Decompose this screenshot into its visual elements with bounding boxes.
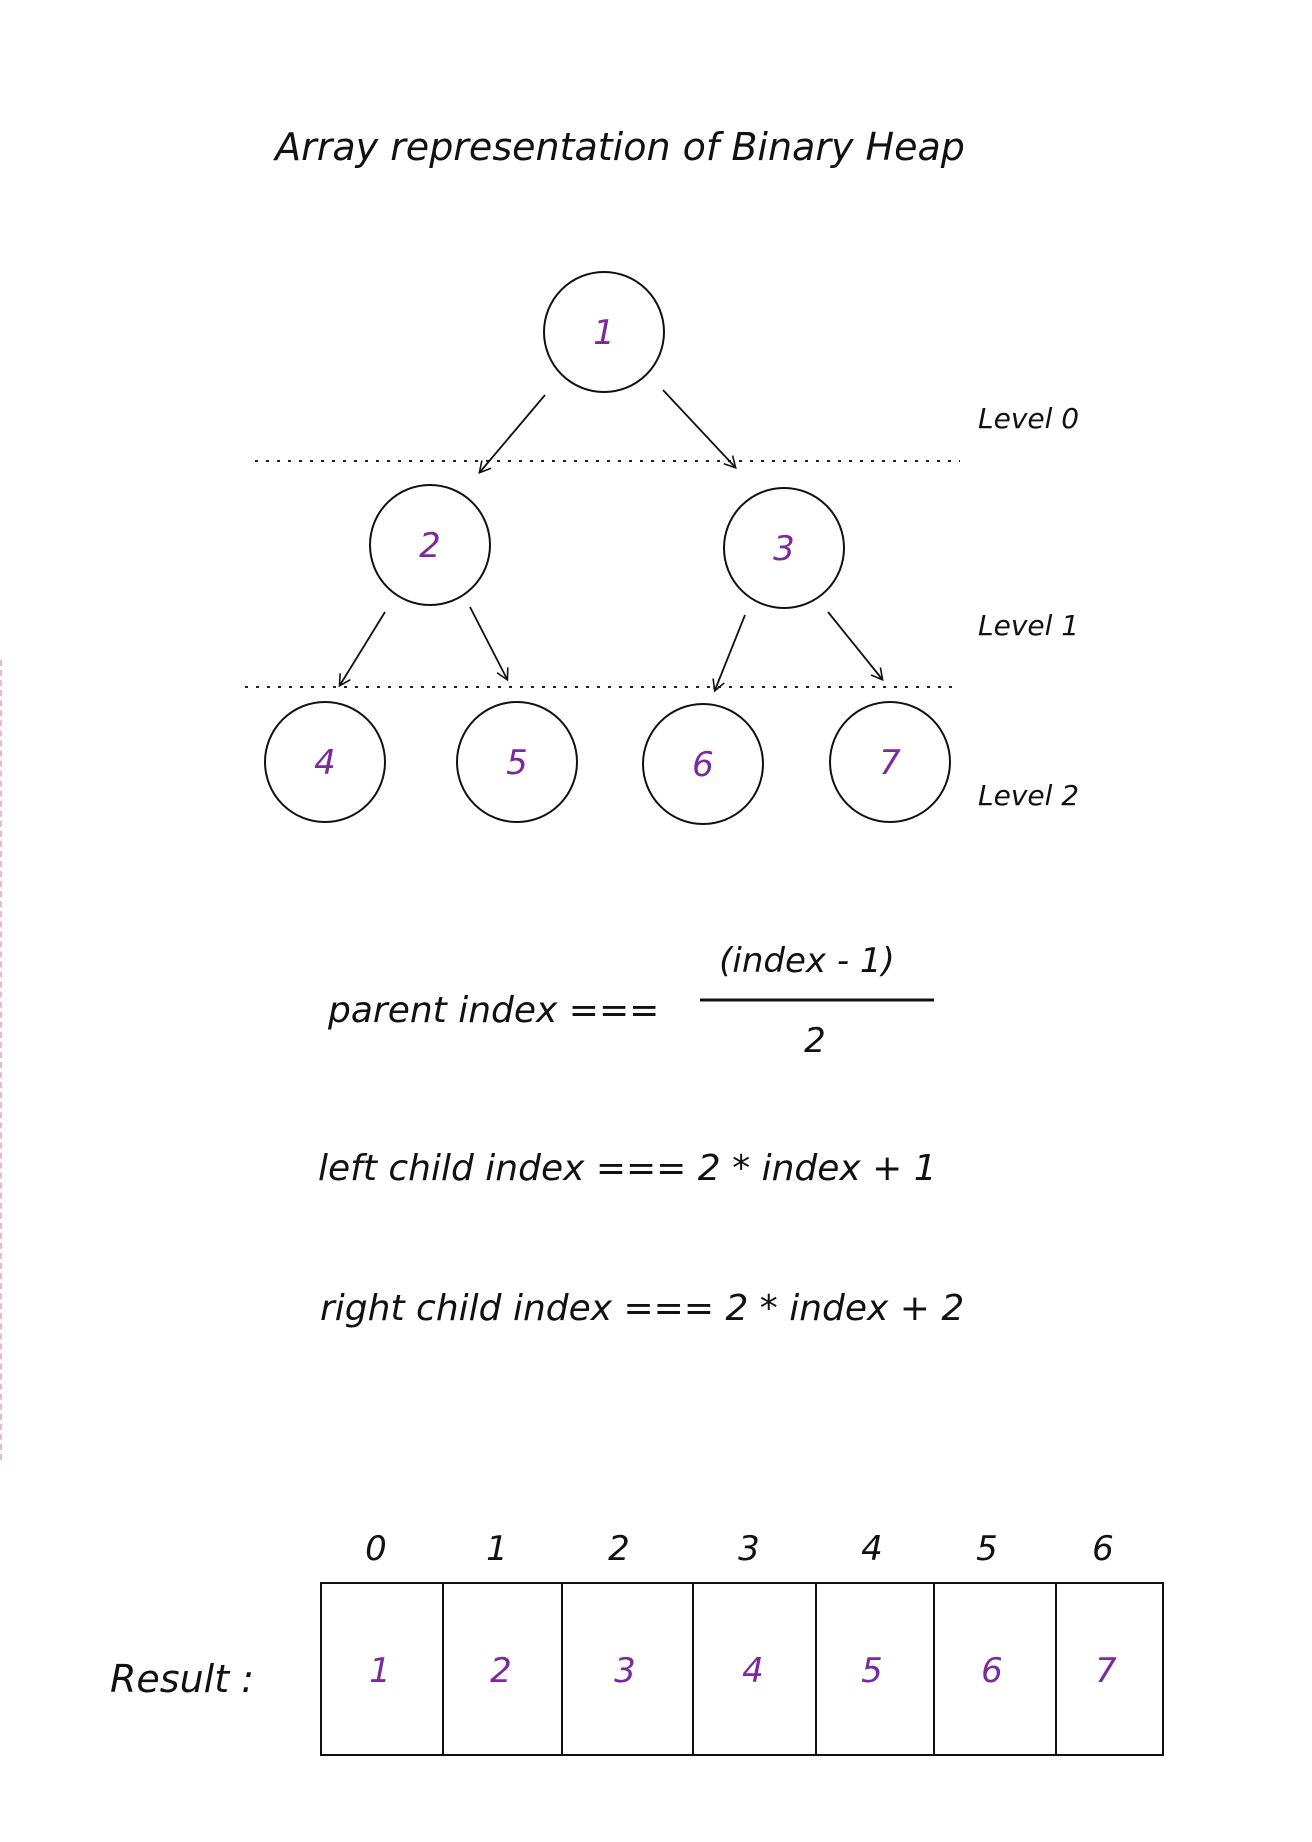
edge-3-to-7 bbox=[827, 611, 884, 682]
array-cell-value: 4 bbox=[742, 1651, 764, 1691]
tree-node-value: 4 bbox=[314, 743, 336, 783]
array-index: 1 bbox=[486, 1529, 508, 1569]
parent-formula-numerator: (index - 1) bbox=[719, 941, 895, 981]
array-cell-value: 5 bbox=[861, 1651, 883, 1691]
tree-node-value: 3 bbox=[773, 529, 795, 569]
array-cell-value: 3 bbox=[614, 1651, 636, 1691]
array-box bbox=[320, 1582, 1164, 1756]
tree-node-value: 5 bbox=[506, 743, 528, 783]
tree-node-value: 6 bbox=[692, 745, 714, 785]
tree-node: 6 bbox=[642, 703, 764, 825]
array-index: 3 bbox=[738, 1529, 760, 1569]
tree-node: 4 bbox=[264, 701, 386, 823]
array-cell-value: 6 bbox=[981, 1651, 1003, 1691]
array-cell-value: 1 bbox=[369, 1651, 391, 1691]
right-child-formula: right child index === 2 * index + 2 bbox=[320, 1288, 964, 1329]
array-index: 2 bbox=[608, 1529, 630, 1569]
tree-node: 7 bbox=[829, 701, 951, 823]
edge-2-to-5 bbox=[469, 606, 509, 682]
page-edge-marker bbox=[0, 660, 4, 1460]
array-cell-value: 7 bbox=[1095, 1651, 1117, 1691]
level-label: Level 2 bbox=[978, 779, 1079, 812]
tree-node-value: 2 bbox=[419, 526, 441, 566]
array-cell-value: 2 bbox=[490, 1651, 512, 1691]
tree-node-value: 1 bbox=[593, 313, 615, 353]
tree-node: 3 bbox=[723, 487, 845, 609]
diagram-title: Array representation of Binary Heap bbox=[272, 125, 965, 169]
array-index: 4 bbox=[861, 1529, 883, 1569]
edge-3-to-6 bbox=[712, 614, 746, 693]
left-child-formula: left child index === 2 * index + 1 bbox=[318, 1148, 937, 1189]
array-index: 6 bbox=[1092, 1529, 1114, 1569]
tree-node: 5 bbox=[456, 701, 578, 823]
parent-formula-denominator: 2 bbox=[804, 1021, 826, 1061]
level-label: Level 0 bbox=[978, 402, 1079, 435]
edge-2-to-4 bbox=[338, 611, 386, 688]
level-label: Level 1 bbox=[978, 609, 1079, 642]
result-label: Result : bbox=[110, 1657, 254, 1701]
array-indices: 0 1 2 3 4 5 6 bbox=[365, 1529, 1114, 1569]
parent-formula-lhs: parent index === bbox=[327, 990, 659, 1031]
array-values: 1 2 3 4 5 6 7 bbox=[369, 1651, 1117, 1691]
tree-node-value: 7 bbox=[879, 743, 901, 783]
array-index: 5 bbox=[976, 1529, 998, 1569]
array-index: 0 bbox=[365, 1529, 387, 1569]
tree-node: 1 bbox=[543, 271, 665, 393]
edge-1-to-3 bbox=[662, 389, 737, 469]
tree-node: 2 bbox=[369, 484, 491, 606]
edge-1-to-2 bbox=[478, 394, 546, 475]
